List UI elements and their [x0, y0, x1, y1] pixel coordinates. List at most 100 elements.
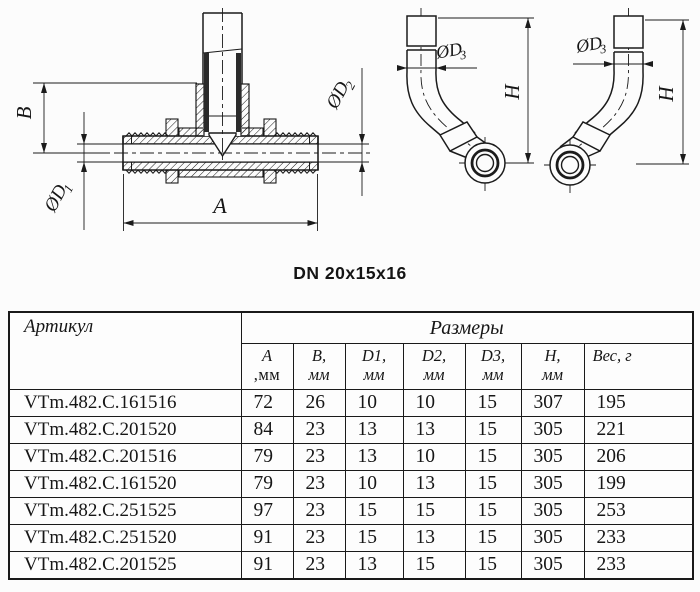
dim-A	[123, 174, 318, 231]
cell-weight: 233	[583, 551, 694, 580]
cell-weight: 221	[583, 416, 694, 444]
dim-H-right	[636, 19, 689, 165]
dim-B	[33, 82, 197, 154]
cell-weight: 195	[583, 389, 694, 417]
cell-H: 305	[520, 416, 585, 444]
col-header-D2: D2,мм	[402, 343, 466, 390]
cell-weight: 206	[583, 443, 694, 471]
col-header-B: B,мм	[292, 343, 346, 390]
cell-article: VTm.482.C.201516	[8, 443, 242, 471]
table-row: VTm.482.C.251520 91 23 15 13 15 305 233	[8, 524, 694, 552]
col-header-A: A,мм	[240, 343, 294, 390]
header-sizes: Размеры	[240, 311, 694, 344]
technical-drawing: B ØD 1 ØD 2 A	[12, 8, 689, 231]
cell-article: VTm.482.C.201520	[8, 416, 242, 444]
cell-article: VTm.482.C.201525	[8, 551, 242, 580]
dim-D2	[318, 68, 369, 196]
label-D2: ØD 2	[322, 78, 359, 113]
elbow-top-connector	[406, 15, 437, 47]
cell-D1: 10	[344, 470, 404, 498]
cell-D1: 15	[344, 497, 404, 525]
cell-D3: 15	[464, 524, 522, 552]
cell-B: 23	[292, 524, 346, 552]
cell-D2: 15	[402, 551, 466, 580]
cell-D3: 15	[464, 497, 522, 525]
cell-weight: 199	[583, 470, 694, 498]
cell-article: VTm.482.C.161516	[8, 389, 242, 417]
col-header-weight: Вес, г	[583, 343, 694, 390]
cell-article: VTm.482.C.251525	[8, 497, 242, 525]
cell-D3: 15	[464, 551, 522, 580]
label-A: A	[211, 193, 227, 218]
cell-D3: 15	[464, 389, 522, 417]
label-H-left: H	[500, 83, 524, 101]
cell-D2: 15	[402, 497, 466, 525]
dim-D3-right	[573, 61, 653, 67]
cell-D2: 10	[402, 443, 466, 471]
cell-article: VTm.482.C.251520	[8, 524, 242, 552]
cell-D2: 13	[402, 470, 466, 498]
svg-text:3: 3	[458, 48, 468, 63]
elbow-top-connector	[613, 15, 644, 49]
cell-A: 72	[240, 389, 294, 417]
dim-D1	[77, 112, 123, 230]
cell-D1: 13	[344, 443, 404, 471]
cell-D2: 10	[402, 389, 466, 417]
elbow-view-left: ØD 3 H	[397, 8, 534, 191]
cell-A: 97	[240, 497, 294, 525]
elbow-ring-hole	[560, 155, 580, 175]
cell-H: 305	[520, 551, 585, 580]
table-row: VTm.482.C.201516 79 23 13 10 15 305 206	[8, 443, 694, 471]
label-D3-left: ØD 3	[433, 38, 468, 63]
table-row: VTm.482.C.161520 79 23 10 13 15 305 199	[8, 470, 694, 498]
svg-text:ØD: ØD	[433, 38, 463, 62]
cell-D1: 15	[344, 524, 404, 552]
label-D1: ØD 1	[40, 181, 76, 216]
svg-text:ØD: ØD	[573, 32, 603, 56]
cell-H: 307	[520, 389, 585, 417]
elbow-tube-edge	[406, 50, 446, 140]
elbow-view-right: ØD 3 H	[544, 8, 689, 193]
dim-H-left	[438, 17, 534, 164]
cell-A: 84	[240, 416, 294, 444]
elbow-ring-mid	[555, 150, 585, 180]
col-header-H: H,мм	[520, 343, 585, 390]
cell-weight: 253	[583, 497, 694, 525]
elbow-tube-edge	[604, 52, 644, 140]
cell-B: 23	[292, 443, 346, 471]
label-B: B	[12, 106, 36, 119]
col-header-D1: D1,мм	[344, 343, 404, 390]
cell-D3: 15	[464, 416, 522, 444]
cell-B: 23	[292, 551, 346, 580]
col-header-D3: D3,мм	[464, 343, 522, 390]
cell-D2: 13	[402, 524, 466, 552]
table-row: VTm.482.C.251525 97 23 15 15 15 305 253	[8, 497, 694, 525]
table-row: VTm.482.C.161516 72 26 10 10 15 307 195	[8, 389, 694, 417]
cell-D3: 15	[464, 470, 522, 498]
table-subheader-row: A,мм B,мм D1,мм D2,мм D3,мм H,мм Вес, г	[9, 343, 694, 390]
cell-H: 305	[520, 524, 585, 552]
cell-H: 305	[520, 497, 585, 525]
cell-article: VTm.482.C.161520	[8, 470, 242, 498]
dn-size-label: DN 20x15x16	[293, 263, 407, 283]
cell-D1: 10	[344, 389, 404, 417]
svg-text:3: 3	[598, 42, 608, 57]
cell-A: 91	[240, 524, 294, 552]
table-row: VTm.482.C.201525 91 23 13 15 15 305 233	[8, 551, 694, 580]
cell-B: 23	[292, 497, 346, 525]
elbow-tube-edge	[435, 50, 476, 134]
elbow-tube-edge	[574, 52, 615, 134]
elbow-ring-hole	[475, 153, 495, 173]
table-header-row: Артикул Размеры	[8, 311, 694, 390]
cell-D1: 13	[344, 416, 404, 444]
cell-D1: 13	[344, 551, 404, 580]
cell-H: 305	[520, 470, 585, 498]
cell-H: 305	[520, 443, 585, 471]
cell-B: 23	[292, 470, 346, 498]
label-H-right: H	[654, 85, 678, 103]
label-D3-right: ØD 3	[573, 32, 608, 57]
table-row: VTm.482.C.201520 84 23 13 13 15 305 221	[8, 416, 694, 444]
cell-A: 79	[240, 443, 294, 471]
dim-D3-left	[397, 65, 477, 71]
